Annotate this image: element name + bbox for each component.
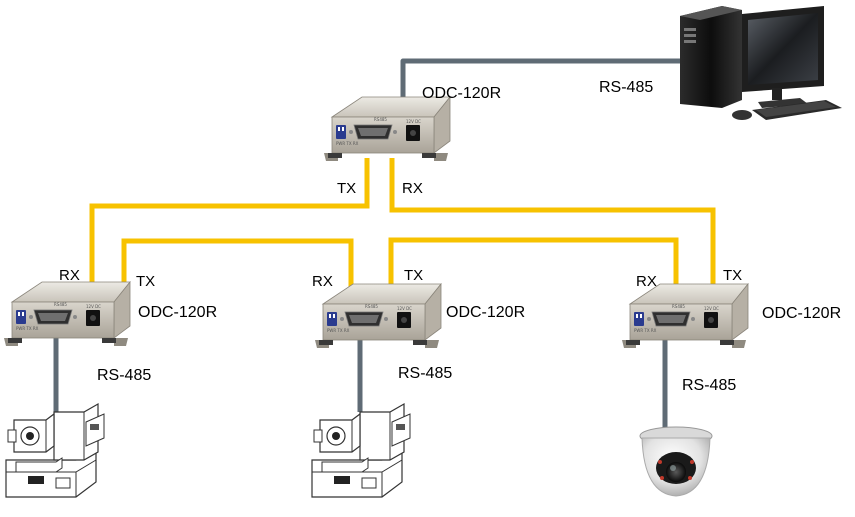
mid-tx-label: TX <box>404 267 423 284</box>
left-rs485-label: RS-485 <box>97 367 151 384</box>
right-rs485-label: RS-485 <box>682 377 736 394</box>
bus-fiber-mid <box>388 237 679 290</box>
master-tx-label: TX <box>337 180 356 197</box>
mid-converter-label: ODC-120R <box>446 304 525 321</box>
bus-fiber-return <box>121 238 354 290</box>
right-converter <box>621 283 749 349</box>
pc-rs485-cable <box>400 58 690 112</box>
left-cnc-machine-icon <box>5 403 105 498</box>
fiber-links <box>89 158 716 290</box>
computer-icon <box>680 6 842 120</box>
master-converter-label: ODC-120R <box>422 85 501 102</box>
left-converter-label: ODC-120R <box>138 304 217 321</box>
dome-camera-icon <box>639 426 713 497</box>
right-converter-label: ODC-120R <box>762 305 841 322</box>
mid-converter <box>314 283 442 349</box>
mid-rx-label: RX <box>312 273 333 290</box>
mid-rs485-label: RS-485 <box>398 365 452 382</box>
master-rx-fiber <box>389 158 716 290</box>
master-tx-fiber <box>89 158 370 289</box>
left-converter <box>3 281 131 347</box>
right-tx-label: TX <box>723 267 742 284</box>
left-tx-label: TX <box>136 273 155 290</box>
master-rx-label: RX <box>402 180 423 197</box>
pc-rs485-label: RS-485 <box>599 79 653 96</box>
right-rx-label: RX <box>636 273 657 290</box>
mid-cnc-machine-icon <box>311 403 411 498</box>
master-converter <box>323 96 451 162</box>
left-rx-label: RX <box>59 267 80 284</box>
